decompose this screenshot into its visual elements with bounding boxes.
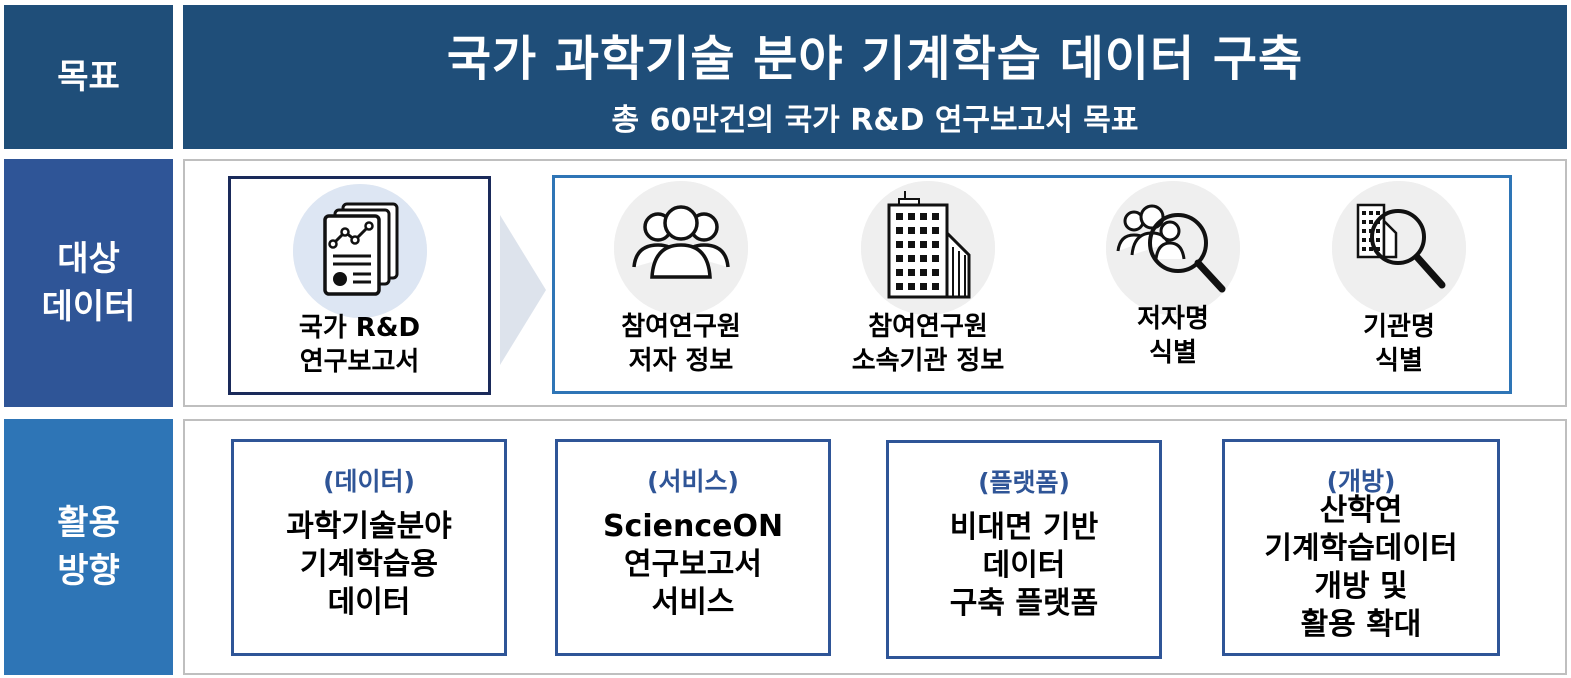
usage-category: (플랫폼)	[978, 468, 1070, 497]
target-label-line2: 데이터	[41, 287, 136, 327]
usage-category: (개방)	[1326, 467, 1396, 496]
goal-label: 목표	[4, 5, 173, 149]
usage-box-open: (개방) 산학연 기계학습데이터 개방 및 활용 확대	[1222, 439, 1500, 656]
info-item-author: 참여연구원 저자 정보	[571, 310, 791, 378]
usage-category: (서비스)	[647, 467, 739, 496]
info-item-affiliation: 참여연구원 소속기관 정보	[818, 310, 1038, 378]
institution-id-line1: 기관명	[1363, 312, 1435, 342]
building-icon	[861, 181, 995, 315]
source-line2: 연구보고서	[299, 347, 420, 377]
info-item-author-id: 저자명 식별	[1063, 302, 1283, 370]
goal-banner: 국가 과학기술 분야 기계학습 데이터 구축 총 60만건의 국가 R&D 연구…	[183, 5, 1567, 149]
goal-title: 국가 과학기술 분야 기계학습 데이터 구축	[446, 31, 1304, 87]
usage-line: 기계학습데이터	[1264, 531, 1458, 566]
usage-direction-label: 활용 방향	[4, 419, 173, 675]
usage-body: ScienceON 연구보고서 서비스	[558, 508, 828, 622]
source-report-text: 국가 R&D 연구보고서	[231, 311, 488, 379]
usage-line: 활용 확대	[1300, 607, 1422, 642]
usage-body: 과학기술분야 기계학습용 데이터	[234, 508, 504, 622]
usage-line: 과학기술분야	[286, 509, 452, 544]
author-line1: 참여연구원	[621, 312, 741, 342]
usage-label-line2: 방향	[57, 551, 120, 591]
usage-box-platform: (플랫폼) 비대면 기반 데이터 구축 플랫폼	[886, 440, 1162, 659]
source-line1: 국가 R&D	[298, 313, 421, 343]
usage-line: 개방 및	[1314, 569, 1408, 604]
usage-line: 구축 플랫폼	[949, 586, 1099, 621]
target-data-label: 대상 데이터	[4, 159, 173, 407]
info-item-institution-id: 기관명 식별	[1289, 310, 1509, 378]
usage-line: 연구보고서	[624, 547, 762, 582]
usage-category: (데이터)	[323, 467, 415, 496]
institution-id-line2: 식별	[1375, 346, 1423, 376]
affiliation-line2: 소속기관 정보	[851, 346, 1005, 376]
usage-line: 산학연	[1319, 493, 1403, 528]
report-chart-icon	[293, 184, 427, 318]
building-search-icon	[1332, 181, 1466, 315]
usage-line: 비대면 기반	[949, 510, 1099, 545]
usage-line: 데이터	[982, 548, 1066, 583]
people-group-icon	[614, 181, 748, 315]
target-label-line1: 대상	[57, 239, 120, 279]
affiliation-line1: 참여연구원	[868, 312, 988, 342]
usage-line: 데이터	[327, 585, 411, 620]
usage-label-line1: 활용	[57, 503, 120, 543]
source-report-box: 국가 R&D 연구보고서	[228, 176, 491, 395]
usage-line: ScienceON	[602, 509, 784, 544]
people-search-icon	[1106, 181, 1240, 315]
usage-box-data: (데이터) 과학기술분야 기계학습용 데이터	[231, 439, 507, 656]
author-id-line2: 식별	[1149, 338, 1197, 368]
flow-arrow	[500, 215, 546, 365]
extracted-info-box: 참여연구원 저자 정보 참여연구원 소속기관 정보	[552, 175, 1512, 394]
usage-line: 서비스	[651, 585, 735, 620]
usage-body: 산학연 기계학습데이터 개방 및 활용 확대	[1225, 492, 1497, 644]
usage-box-service: (서비스) ScienceON 연구보고서 서비스	[555, 439, 831, 656]
author-id-line1: 저자명	[1137, 304, 1209, 334]
usage-body: 비대면 기반 데이터 구축 플랫폼	[889, 509, 1159, 623]
goal-label-text: 목표	[57, 57, 120, 97]
usage-line: 기계학습용	[300, 547, 438, 582]
author-line2: 저자 정보	[628, 346, 734, 376]
goal-subtitle: 총 60만건의 국가 R&D 연구보고서 목표	[611, 103, 1139, 138]
